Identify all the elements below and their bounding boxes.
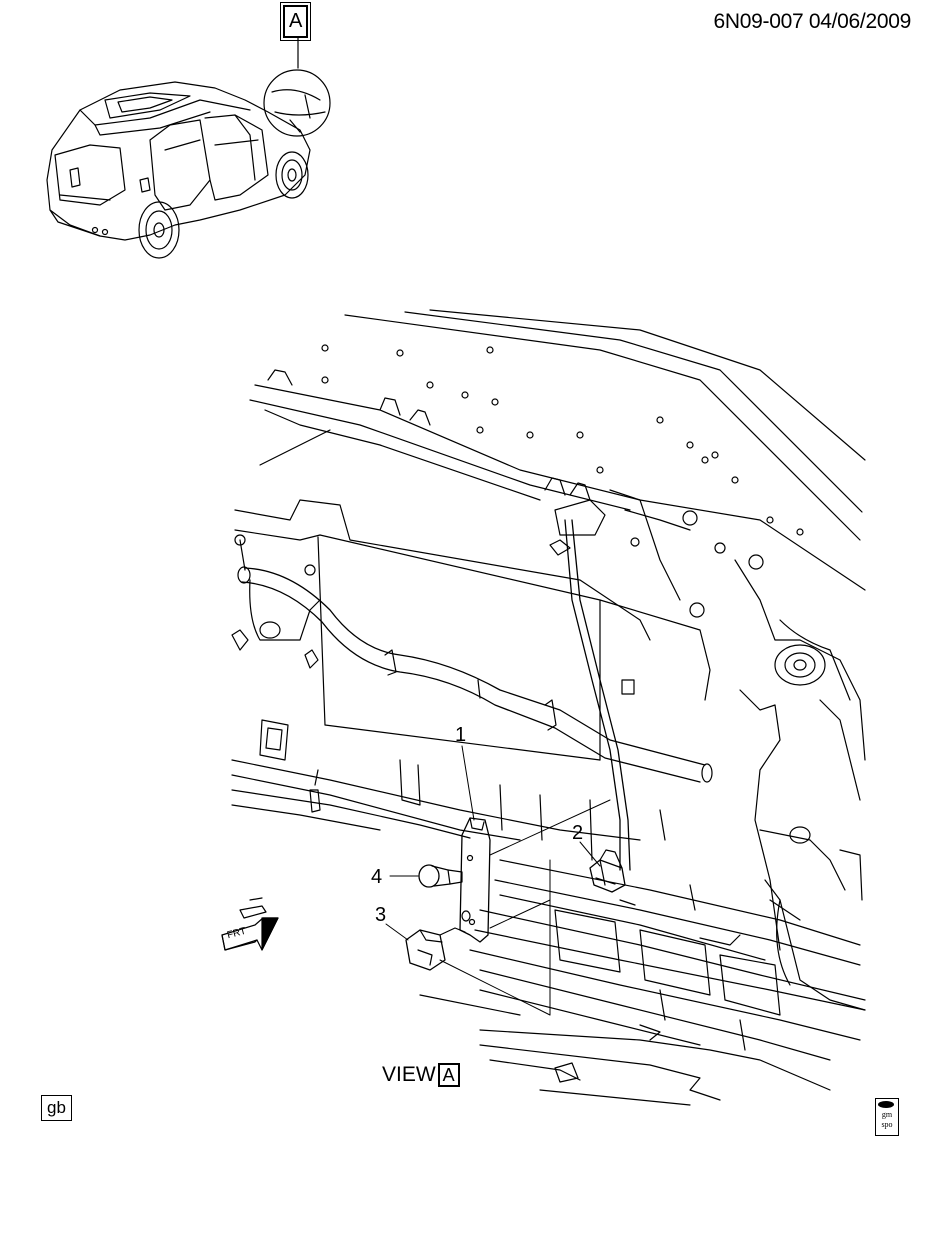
gm-spo-logo: gm spo [875,1098,899,1136]
leader-lines [386,746,610,1015]
callout-number-2: 2 [572,822,584,844]
callout-number-3: 3 [375,904,387,926]
gm-logo-text-top: gm [881,1110,893,1119]
detail-callout-box: A [279,2,312,41]
language-code-box: gb [41,1095,72,1121]
view-label-letter: A [437,1063,460,1087]
vehicle-thumbnail [47,82,310,258]
front-structure [232,310,865,1105]
front-direction-arrow [222,898,278,950]
view-label-prefix: VIEW [382,1063,436,1086]
part-2-clip [590,850,625,892]
gm-logo-text-bottom: spo [881,1120,893,1129]
part-3-retainer [406,928,465,970]
wiring-harness [550,500,630,870]
detail-magnifier [264,38,330,136]
view-label: VIEW A [382,1063,460,1087]
callout-number-4: 4 [371,866,383,888]
document-id: 6N09-007 04/06/2009 [713,10,912,33]
part-4-push-pin [419,865,462,887]
callout-number-1: 1 [455,724,467,746]
washer-hose [238,567,712,782]
gm-logo-oval [878,1101,894,1108]
